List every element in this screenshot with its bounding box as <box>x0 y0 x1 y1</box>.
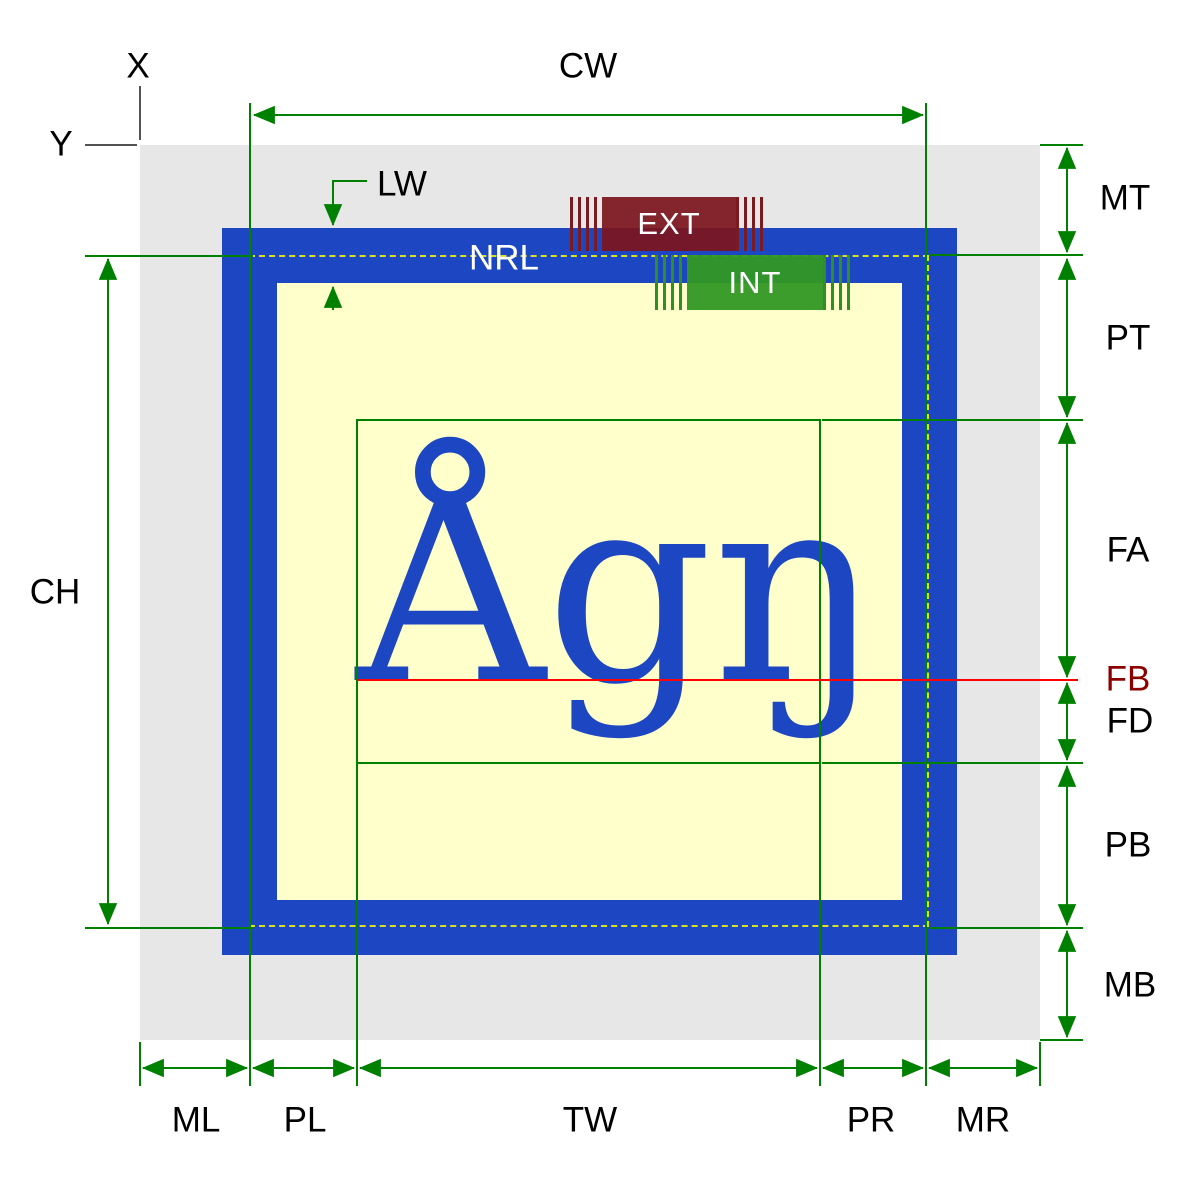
int-hatch-left <box>655 255 687 310</box>
extension-lines <box>85 103 1083 1086</box>
pl-label: PL <box>283 1100 327 1140</box>
fa-label: FA <box>1106 530 1150 570</box>
ext-label: EXT <box>637 206 701 241</box>
int-hatch-right <box>823 255 855 310</box>
ext-solid: EXT <box>602 197 736 251</box>
nrl-label: NRL <box>468 238 540 278</box>
ext-hatch-right <box>736 197 768 251</box>
border-box <box>222 228 957 955</box>
mt-label: MT <box>1099 178 1151 218</box>
mr-label: MR <box>955 1100 1011 1140</box>
x-label: X <box>126 46 150 86</box>
pt-label: PT <box>1105 318 1151 358</box>
lw-label: LW <box>377 164 427 204</box>
mb-label: MB <box>1103 965 1157 1005</box>
tw-label: TW <box>562 1100 618 1140</box>
cw-label: CW <box>558 46 618 86</box>
pr-label: PR <box>846 1100 896 1140</box>
ext-hatch-left <box>570 197 602 251</box>
ml-label: ML <box>171 1100 221 1140</box>
ch-label: CH <box>29 572 81 612</box>
int-label: INT <box>728 264 782 300</box>
fd-label: FD <box>1106 701 1154 741</box>
fb-label: FB <box>1105 659 1151 699</box>
origin-pointers <box>85 86 141 146</box>
int-overlap-box: INT <box>655 255 855 310</box>
glyph-sample: Ågŋ <box>352 434 882 742</box>
int-solid: INT <box>687 255 823 310</box>
y-label: Y <box>49 124 73 164</box>
dimension-arrows <box>98 105 1077 1078</box>
pb-label: PB <box>1104 825 1152 865</box>
ext-overlap-box: EXT <box>570 197 768 251</box>
